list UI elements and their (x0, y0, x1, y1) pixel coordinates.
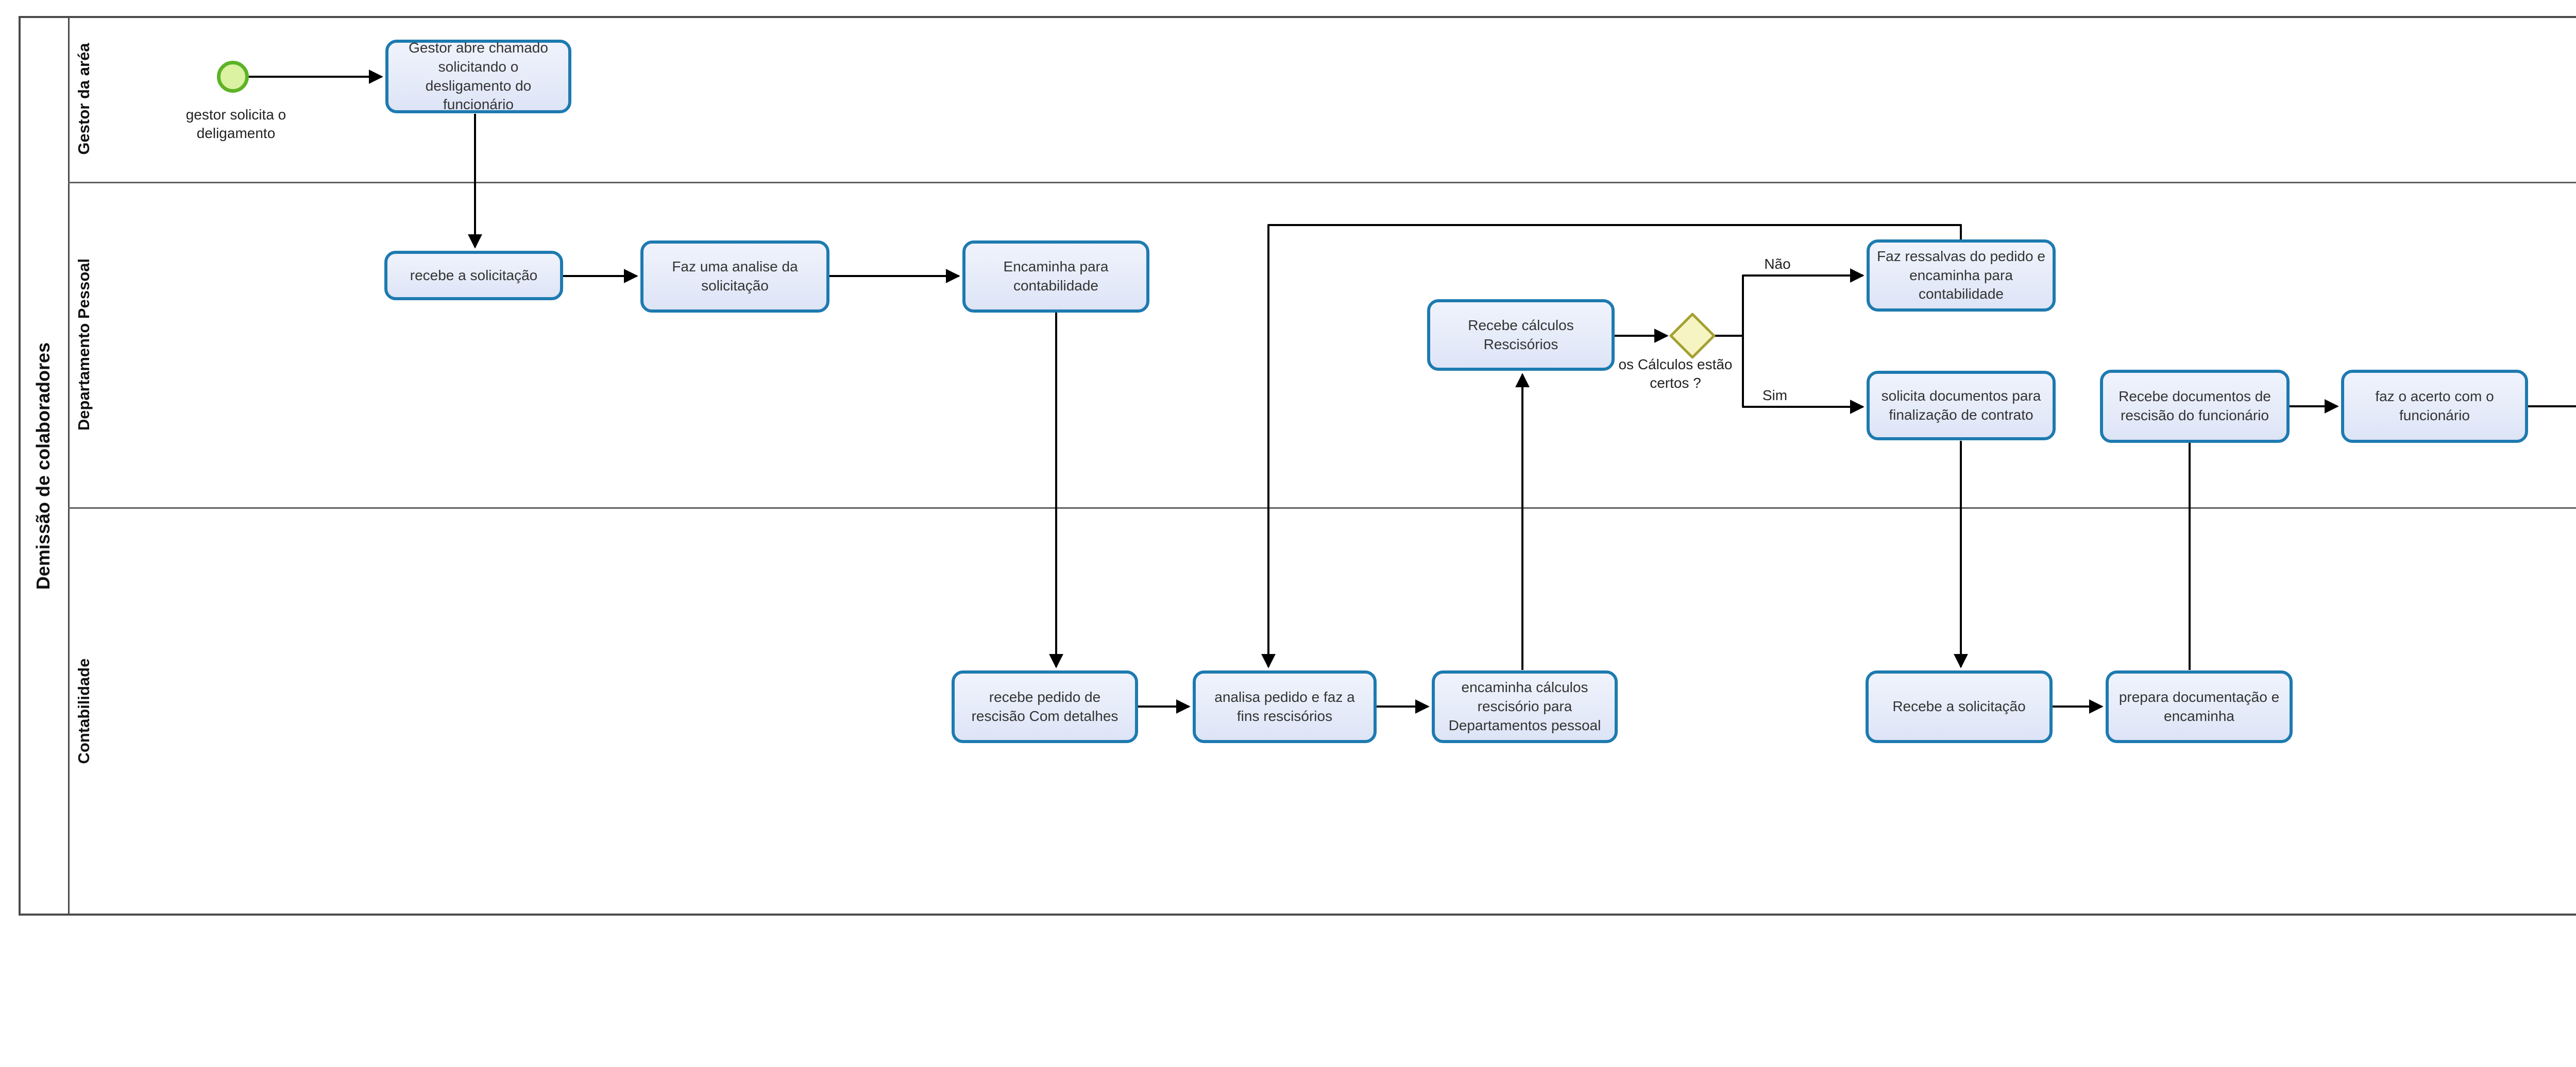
task-label: Gestor abre chamado solicitando o deslig… (409, 39, 548, 113)
start-event (217, 61, 249, 93)
task-label: Faz uma analise da solicitação (672, 259, 798, 294)
gateway-question-label: os Cálculos estão certos ? (1618, 356, 1733, 391)
task-label: solicita documentos para finalização de … (1881, 387, 2041, 423)
task-encaminha-para-contabilidade: Encaminha para contabilidade (962, 240, 1149, 313)
task-label: faz o acerto com o funcionário (2375, 388, 2494, 423)
task-faz-o-acerto: faz o acerto com o funcionário (2341, 370, 2528, 443)
task-label: prepara documentação e encaminha (2119, 689, 2280, 724)
task-label: encaminha cálculos rescisório para Depar… (1448, 679, 1601, 733)
task-faz-ressalvas: Faz ressalvas do pedido e encaminha para… (1867, 239, 2056, 312)
task-recebe-documentos-rescisao: Recebe documentos de rescisão do funcion… (2100, 370, 2290, 443)
start-event-label: gestor solicita o deligamento (185, 107, 286, 142)
task-faz-uma-analise: Faz uma analise da solicitação (640, 240, 829, 313)
task-label: Recebe documentos de rescisão do funcion… (2119, 388, 2271, 423)
flow-label-nao: Não (1764, 256, 1791, 272)
task-solicita-documentos: solicita documentos para finalização de … (1867, 371, 2056, 440)
pool-title: Demissão de colaboradores (32, 342, 54, 590)
pool-header-divider (68, 16, 70, 916)
task-label: recebe a solicitação (410, 267, 538, 283)
lane-divider-2 (68, 507, 2576, 509)
task-recebe-a-solicitacao-cont: Recebe a solicitação (1866, 670, 2053, 743)
task-label: recebe pedido de rescisão Com detalhes (971, 689, 1118, 724)
task-label: Recebe cálculos Rescisórios (1468, 317, 1574, 352)
lane-divider-1 (68, 182, 2576, 183)
task-recebe-calculos-rescisorios: Recebe cálculos Rescisórios (1427, 299, 1615, 371)
lane-label-contabilidade: Contabilidade (75, 658, 93, 764)
flow-label-sim: Sim (1762, 387, 1788, 403)
task-recebe-pedido-rescisao: recebe pedido de rescisão Com detalhes (952, 670, 1138, 743)
task-encaminha-calculos: encaminha cálculos rescisório para Depar… (1432, 670, 1618, 743)
task-gestor-abre-chamado: Gestor abre chamado solicitando o deslig… (385, 40, 571, 113)
task-label: Encaminha para contabilidade (1003, 259, 1109, 294)
lane-label-departamento-pessoal: Departamento Pessoal (75, 258, 93, 431)
lane-label-gestor-da-area: Gestor da aréa (75, 43, 93, 155)
task-label: analisa pedido e faz a fins rescisórios (1214, 689, 1355, 724)
task-analisa-pedido: analisa pedido e faz a fins rescisórios (1193, 670, 1377, 743)
task-label: Recebe a solicitação (1892, 698, 2026, 715)
task-label: Faz ressalvas do pedido e encaminha para… (1877, 248, 2045, 302)
task-prepara-documentacao: prepara documentação e encaminha (2106, 670, 2293, 743)
pool-demissao-de-colaboradores (19, 16, 2576, 916)
task-recebe-a-solicitacao-dp: recebe a solicitação (384, 251, 563, 300)
